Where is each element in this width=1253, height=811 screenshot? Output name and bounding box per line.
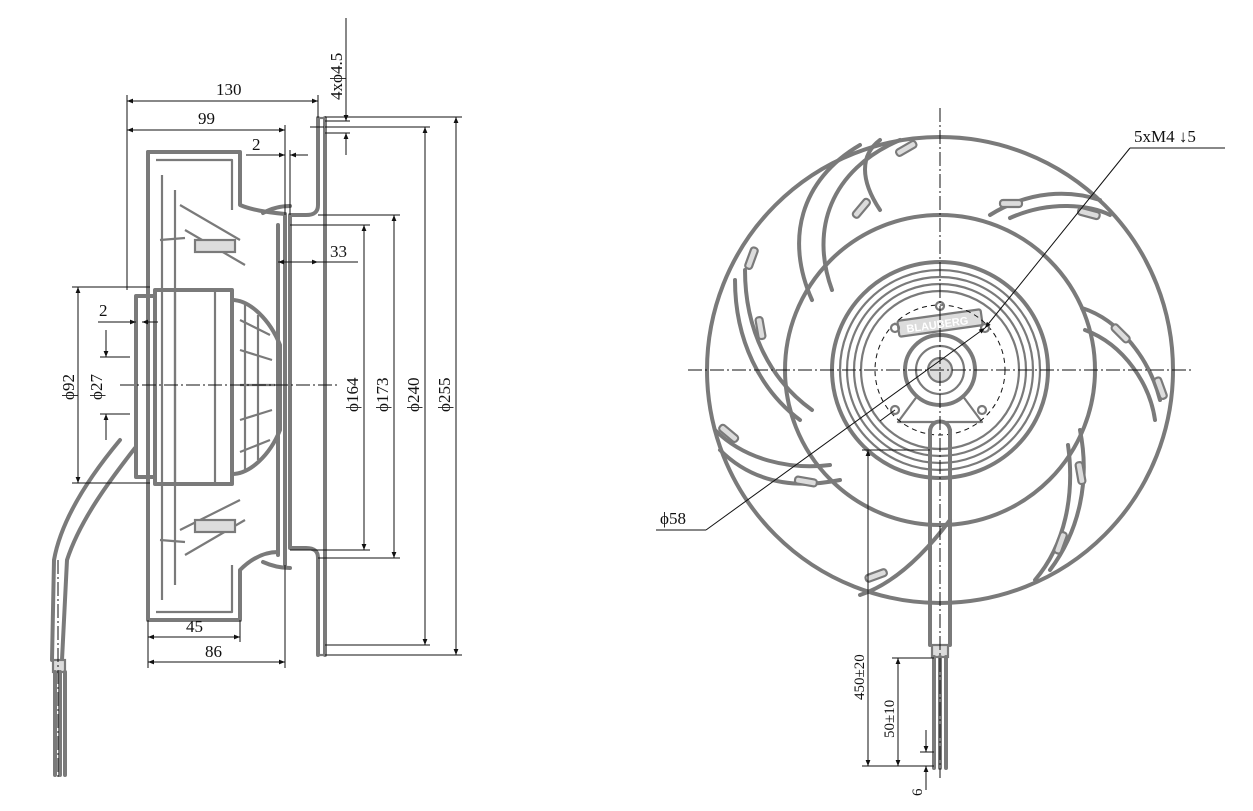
dim-33-label: 33 xyxy=(330,242,347,261)
dim-hole-label: 4xϕ4.5 xyxy=(327,53,346,100)
dim-dia164-label: ϕ164 xyxy=(343,377,362,412)
dim-dia255-label: ϕ255 xyxy=(435,378,454,412)
dim-dia240: ϕ240 xyxy=(325,126,430,646)
dim-dia27-label: ϕ27 xyxy=(87,374,106,400)
dim-wire-strip: 6 xyxy=(910,730,934,796)
dim-dia58-label: ϕ58 xyxy=(660,509,686,528)
dim-dia173-label: ϕ173 xyxy=(373,378,392,412)
dim-2-left: 2 xyxy=(98,301,158,325)
dim-dia92-label: ϕ92 xyxy=(59,374,78,400)
dim-dia173: ϕ173 xyxy=(318,214,400,559)
dim-86-label: 86 xyxy=(205,642,222,661)
dim-33: 33 xyxy=(278,242,358,265)
dim-2-left-label: 2 xyxy=(99,301,108,320)
dim-130-label: 130 xyxy=(216,80,242,99)
dim-hole: 4xϕ4.5 xyxy=(325,18,350,155)
dim-strip-len-label: 50±10 xyxy=(882,700,898,738)
dim-45: 45 xyxy=(147,617,241,668)
dim-dia255: ϕ255 xyxy=(325,116,462,656)
dim-2-top: 2 xyxy=(246,135,308,215)
cable-side xyxy=(50,438,137,780)
front-view: BLAUBERG 5xM4 ↓5 xyxy=(656,108,1225,796)
side-view: 130 99 2 4xϕ4.5 33 xyxy=(50,18,462,780)
dim-dia58: ϕ58 xyxy=(656,327,986,531)
dim-99-label: 99 xyxy=(198,109,215,128)
dim-2-top-label: 2 xyxy=(252,135,261,154)
dim-45-label: 45 xyxy=(186,617,203,636)
dim-thread-label: 5xM4 ↓5 xyxy=(1134,127,1196,146)
dim-dia92: ϕ92 xyxy=(59,286,150,484)
dim-99: 99 xyxy=(127,109,286,215)
dim-thread: 5xM4 ↓5 xyxy=(984,127,1225,329)
impeller-blades xyxy=(713,138,1162,597)
dim-dia240-label: ϕ240 xyxy=(404,378,423,412)
dim-dia164: ϕ164 xyxy=(290,224,370,551)
flange-plate xyxy=(261,116,327,657)
blade-slots xyxy=(718,139,1168,583)
dim-130: 130 xyxy=(126,80,319,290)
dim-cable-len: 450±20 xyxy=(852,449,934,767)
dim-86: 86 xyxy=(148,565,286,668)
impeller-side xyxy=(146,150,287,622)
dim-cable-len-label: 450±20 xyxy=(852,654,868,700)
dim-wire-strip-label: 6 xyxy=(910,788,926,796)
dim-strip-len: 50±10 xyxy=(882,657,934,766)
motor-housing xyxy=(134,288,282,486)
dim-dia27: ϕ27 xyxy=(87,330,130,440)
